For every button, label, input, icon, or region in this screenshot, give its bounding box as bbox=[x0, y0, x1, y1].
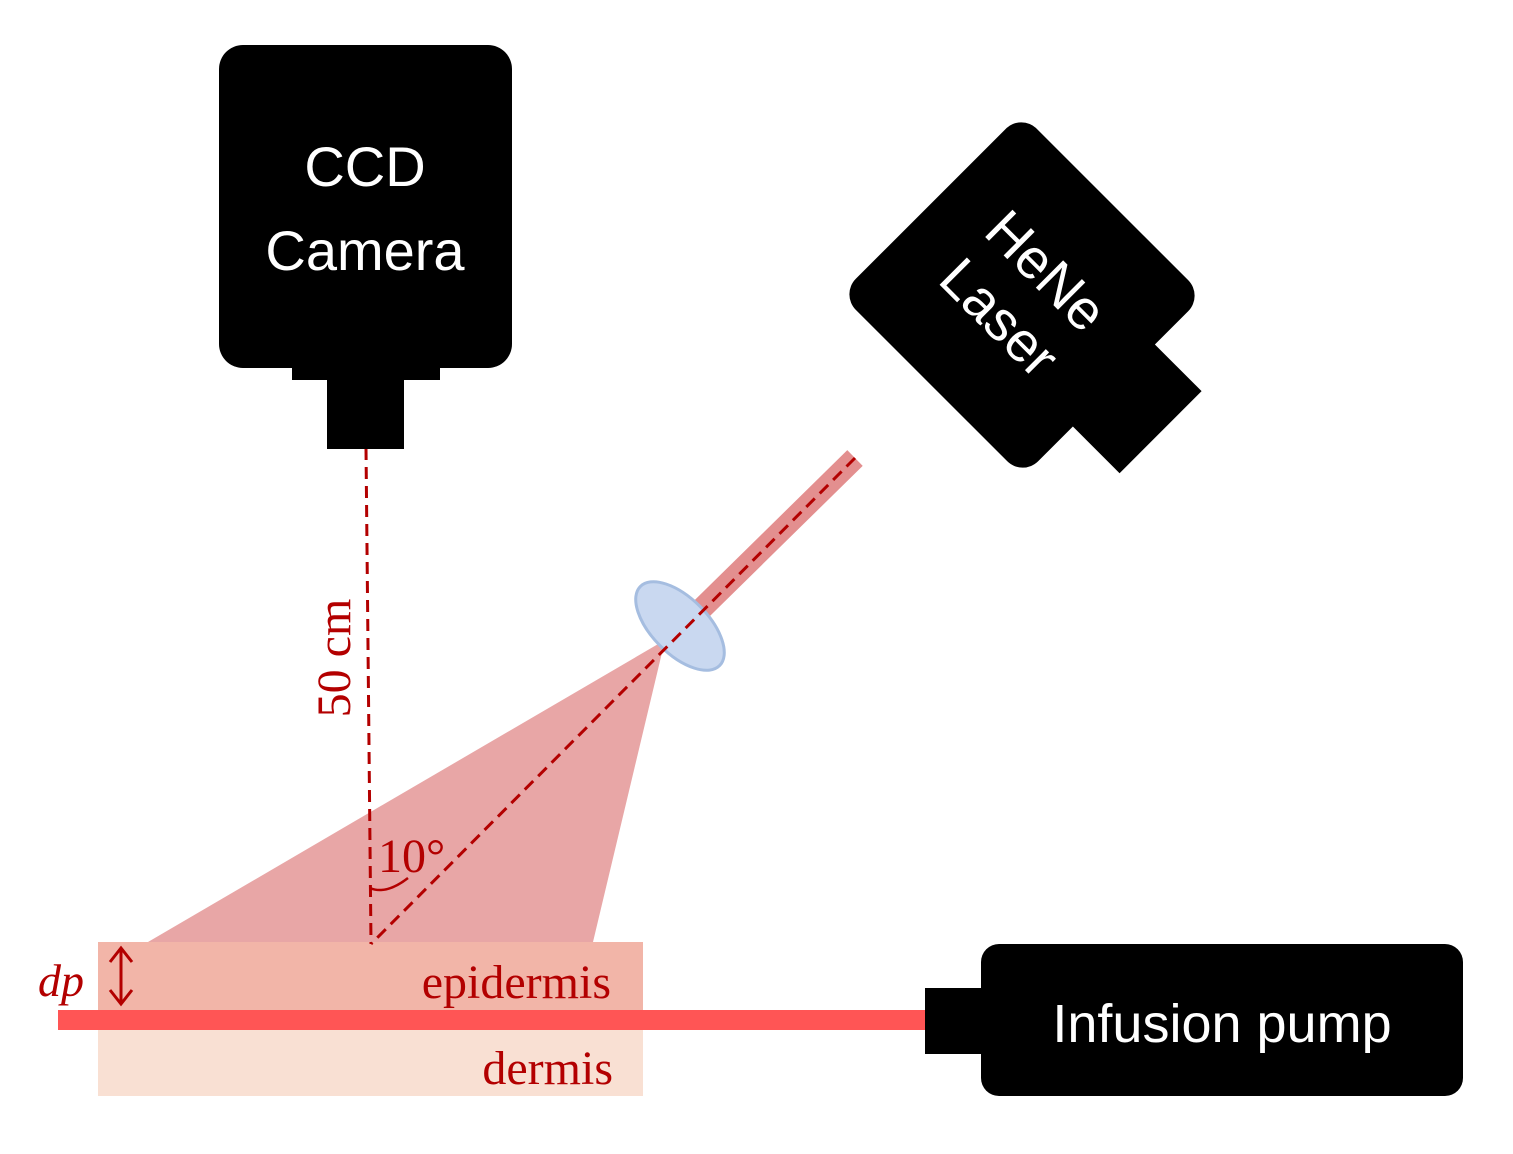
vessel-tube bbox=[58, 1010, 928, 1030]
beam-fan bbox=[148, 640, 665, 942]
ccd-camera bbox=[219, 45, 512, 449]
dermis-label: dermis bbox=[482, 1042, 613, 1095]
optical-axis-line bbox=[369, 456, 857, 946]
camera-label-line2: Camera bbox=[265, 219, 465, 282]
epidermis-label: epidermis bbox=[422, 956, 611, 1009]
dp-double-arrow-icon bbox=[108, 945, 134, 1007]
pump-label: Infusion pump bbox=[1052, 994, 1391, 1054]
camera-label-line1: CCD bbox=[304, 135, 425, 198]
epidermis-layer bbox=[98, 942, 643, 1010]
distance-label: 50 cm bbox=[308, 599, 361, 718]
dp-label: dp bbox=[38, 955, 84, 1006]
camera-axis-line bbox=[364, 447, 373, 945]
lens bbox=[634, 580, 726, 672]
angle-label: 10° bbox=[378, 830, 445, 883]
angle-arc bbox=[369, 877, 409, 892]
infusion-pump bbox=[925, 944, 1463, 1096]
hene-laser bbox=[849, 122, 1202, 474]
dermis-layer bbox=[98, 1028, 643, 1096]
